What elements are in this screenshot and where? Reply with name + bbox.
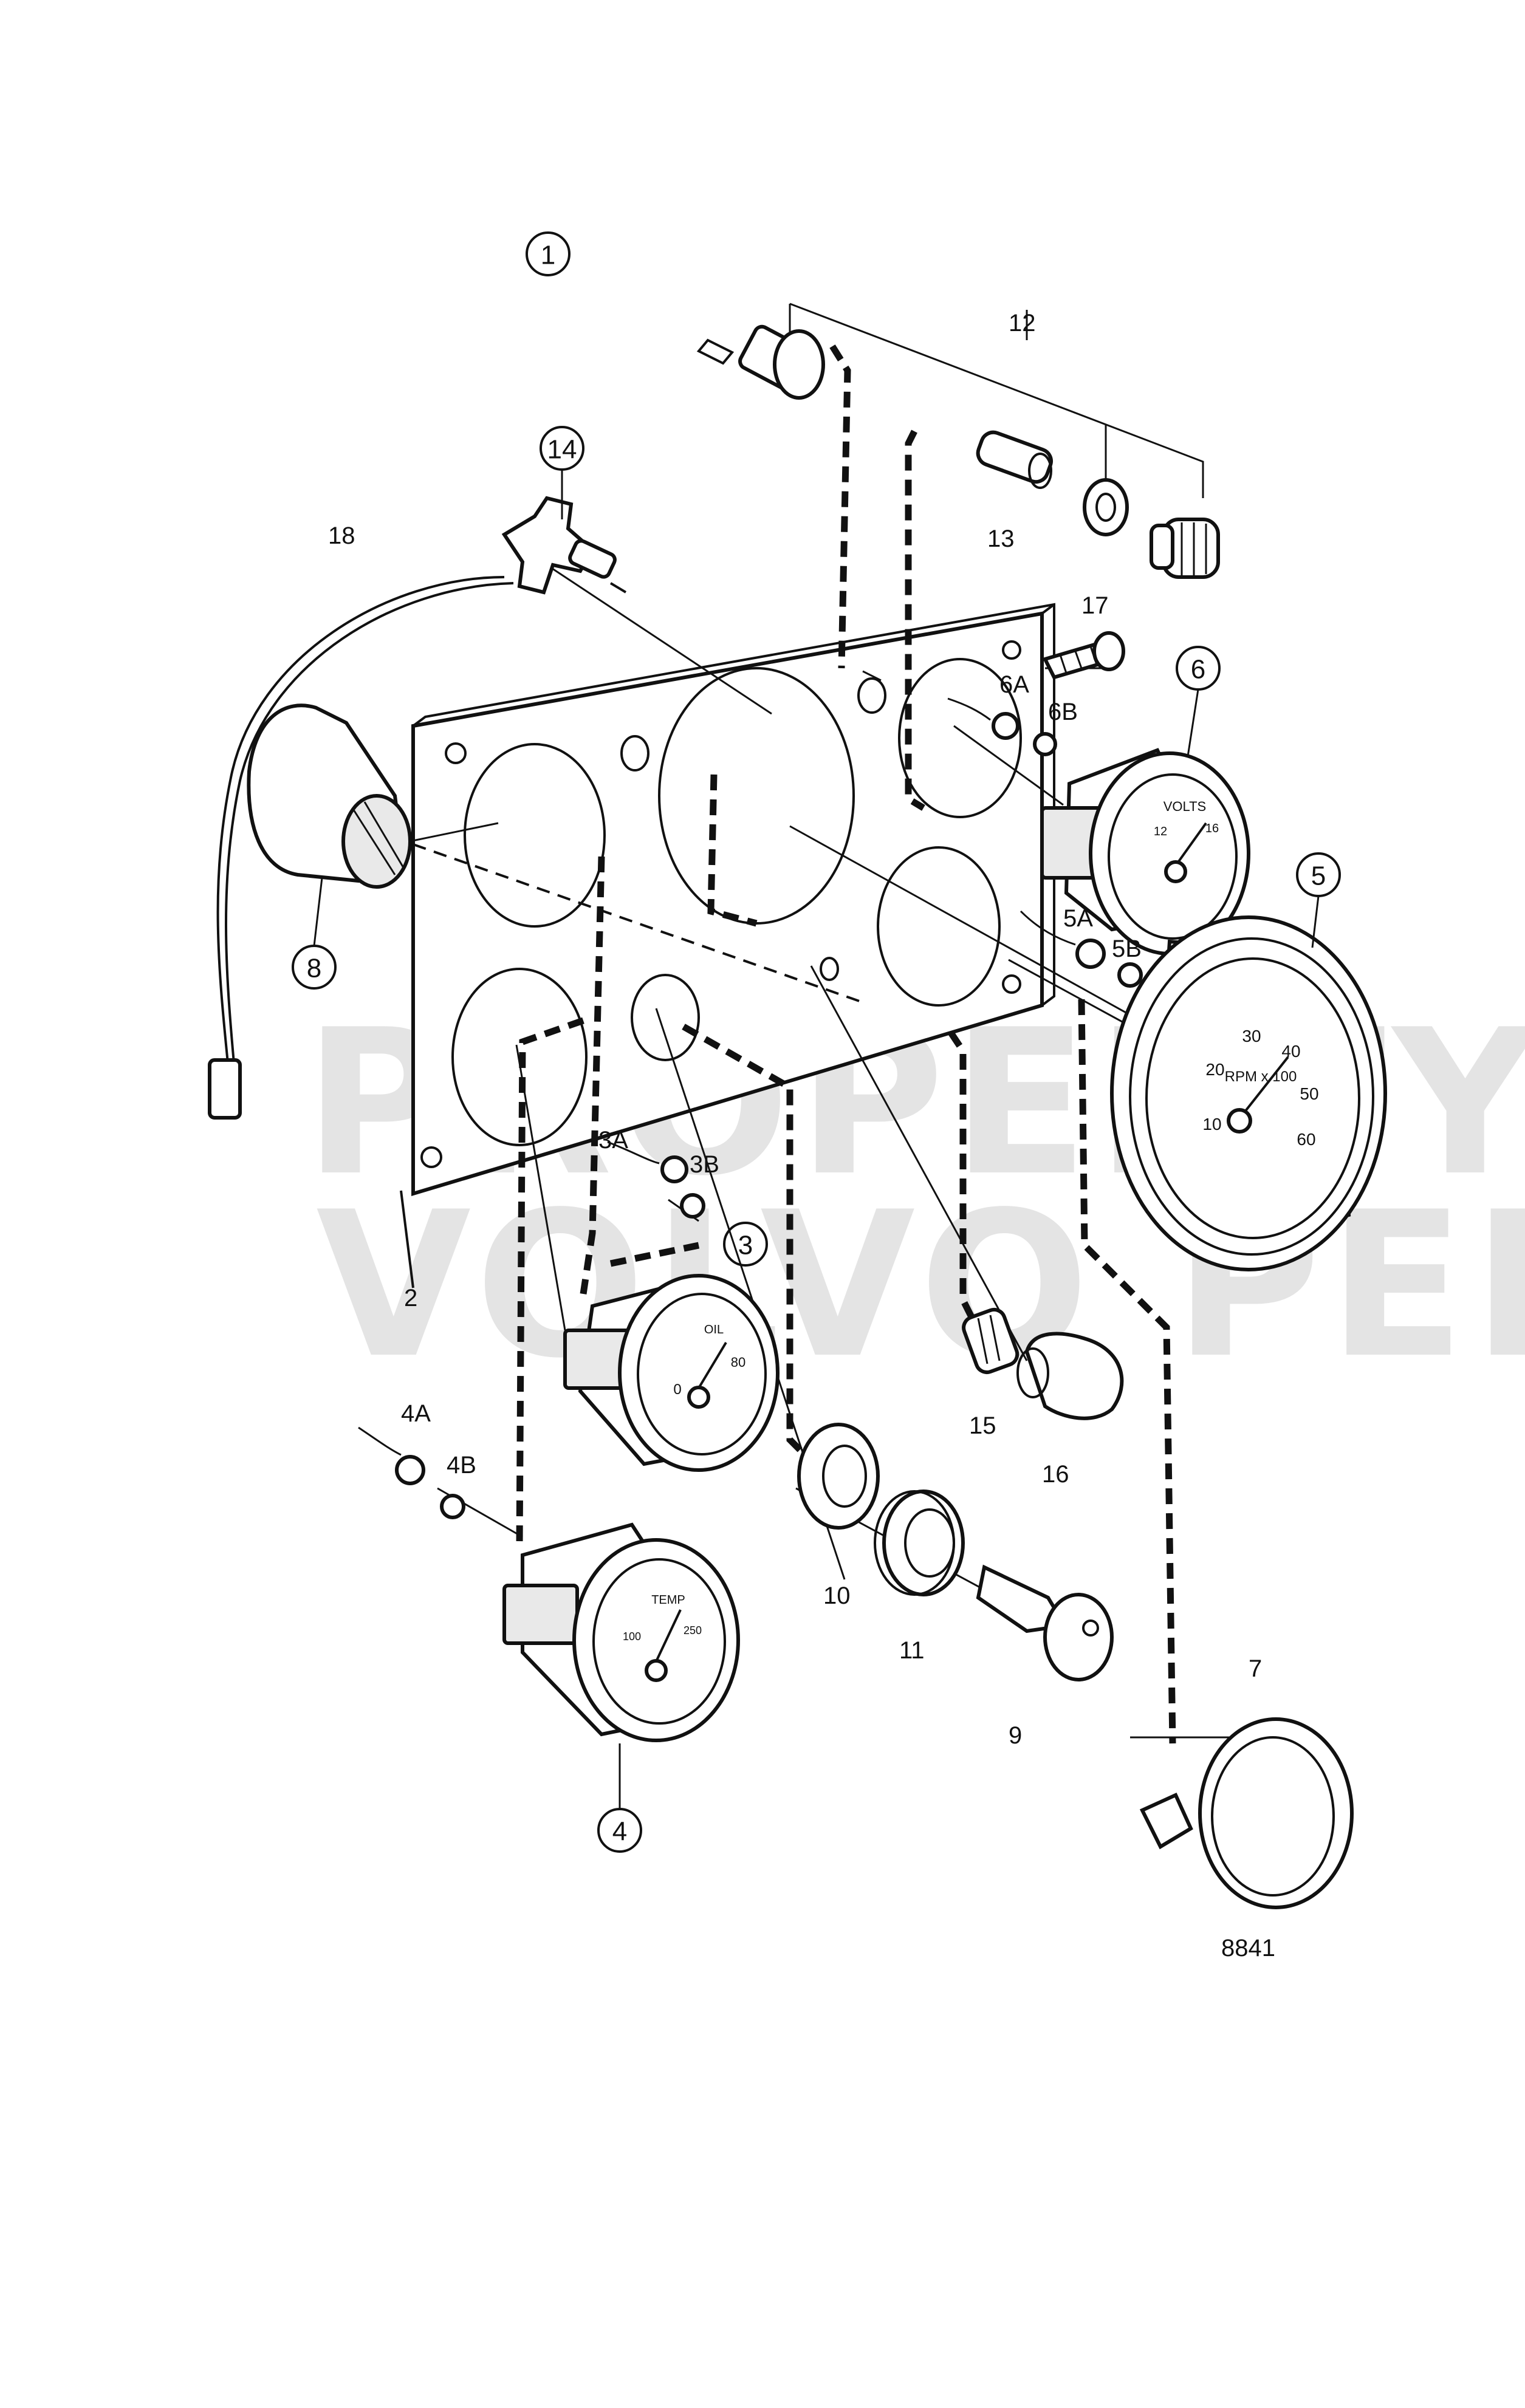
callout-6B: 6B	[1048, 699, 1078, 725]
callout-6A: 6A	[999, 671, 1029, 698]
callout-11: 11	[899, 1637, 925, 1664]
tachometer-tick-60: 60	[1297, 1130, 1315, 1149]
svg-text:8: 8	[307, 954, 321, 983]
tachometer-tick-20: 20	[1205, 1060, 1224, 1079]
washers	[797, 1423, 965, 1596]
callout-13: 13	[987, 525, 1015, 552]
tachometer-tick-50: 50	[1300, 1084, 1318, 1103]
callout-7: 7	[1249, 1655, 1262, 1682]
tachometer-tick-10: 10	[1202, 1115, 1221, 1134]
callout-2: 2	[404, 1285, 417, 1312]
callout-17: 17	[1081, 592, 1109, 619]
callout-10: 10	[823, 1582, 851, 1609]
callout-16: 16	[1042, 1461, 1069, 1488]
bulb-holders-4	[358, 1426, 465, 1519]
callout-3A: 3A	[598, 1127, 628, 1154]
callout-4: 4	[597, 1743, 642, 1853]
voltmeter-unit-label: VOLTS	[1163, 799, 1207, 814]
callout-14: 14	[540, 426, 584, 519]
voltmeter-tick-12: 12	[1154, 825, 1167, 838]
callout-5: 5	[1296, 852, 1341, 948]
plug-and-cap	[962, 1307, 1124, 1420]
gauge-bezel	[1139, 1717, 1354, 1909]
tachometer-tick-40: 40	[1281, 1042, 1300, 1061]
oil-tick-80: 80	[731, 1355, 745, 1370]
tachometer-tick-30: 30	[1242, 1027, 1261, 1045]
figure-number: 8841	[1221, 1935, 1275, 1962]
callout-12: 12	[1009, 310, 1036, 337]
callout-8: 8	[292, 877, 337, 990]
circled-callouts: 1 14 6 5 8 3 4	[292, 231, 1341, 1853]
temp-tick-250: 250	[684, 1624, 702, 1637]
svg-text:6: 6	[1191, 655, 1205, 685]
callout-15: 15	[969, 1412, 996, 1439]
tachometer-gauge: RPM x 100 10 20 30 40 50 60	[1110, 915, 1387, 1271]
tachometer-unit-label: RPM x 100	[1225, 1069, 1297, 1085]
callout-18: 18	[328, 522, 355, 549]
oil-tick-0: 0	[673, 1381, 681, 1398]
callout-5A: 5A	[1063, 905, 1093, 932]
callout-5B: 5B	[1112, 935, 1142, 962]
svg-text:4: 4	[612, 1817, 627, 1847]
callout-3: 3	[723, 1222, 768, 1267]
instrument-panel	[411, 603, 1055, 1197]
fuse	[976, 430, 1053, 489]
svg-text:14: 14	[547, 435, 577, 465]
callout-3B: 3B	[690, 1151, 719, 1178]
plain-callouts: 2 3A 3B 4A 4B 5A 5B 6A 6B 7 9 10 11 12 1…	[328, 310, 1262, 1749]
screw	[1042, 631, 1125, 680]
callout-4A: 4A	[401, 1400, 431, 1427]
oil-pressure-gauge: OIL 0 80	[563, 1274, 780, 1472]
fuse-cap	[1150, 518, 1220, 579]
bulb-holders-5	[1020, 910, 1143, 988]
oil-unit-label: OIL	[704, 1323, 724, 1336]
callout-9: 9	[1009, 1722, 1022, 1749]
voltmeter-tick-16: 16	[1205, 822, 1219, 835]
ignition-key	[976, 1564, 1114, 1681]
dimmer-knob	[501, 496, 627, 595]
bulb-holders-6	[947, 697, 1057, 756]
callout-1: 1	[526, 231, 571, 276]
svg-text:3: 3	[738, 1231, 753, 1260]
voltmeter-gauge: VOLTS 12 16	[1040, 748, 1250, 956]
bulb-holders-3	[607, 1141, 705, 1219]
svg-text:1: 1	[541, 241, 555, 270]
callout-4B: 4B	[447, 1452, 476, 1479]
switch-assembly	[696, 324, 825, 400]
callout-6: 6	[1176, 646, 1221, 757]
fuse-washer	[1083, 478, 1129, 536]
ignition-switch	[208, 576, 514, 1120]
temperature-gauge: TEMP 100 250	[502, 1522, 740, 1742]
temp-tick-100: 100	[623, 1630, 641, 1643]
assembly-paths	[516, 344, 1176, 1744]
temp-unit-label: TEMP	[651, 1593, 685, 1607]
svg-text:5: 5	[1311, 861, 1326, 891]
